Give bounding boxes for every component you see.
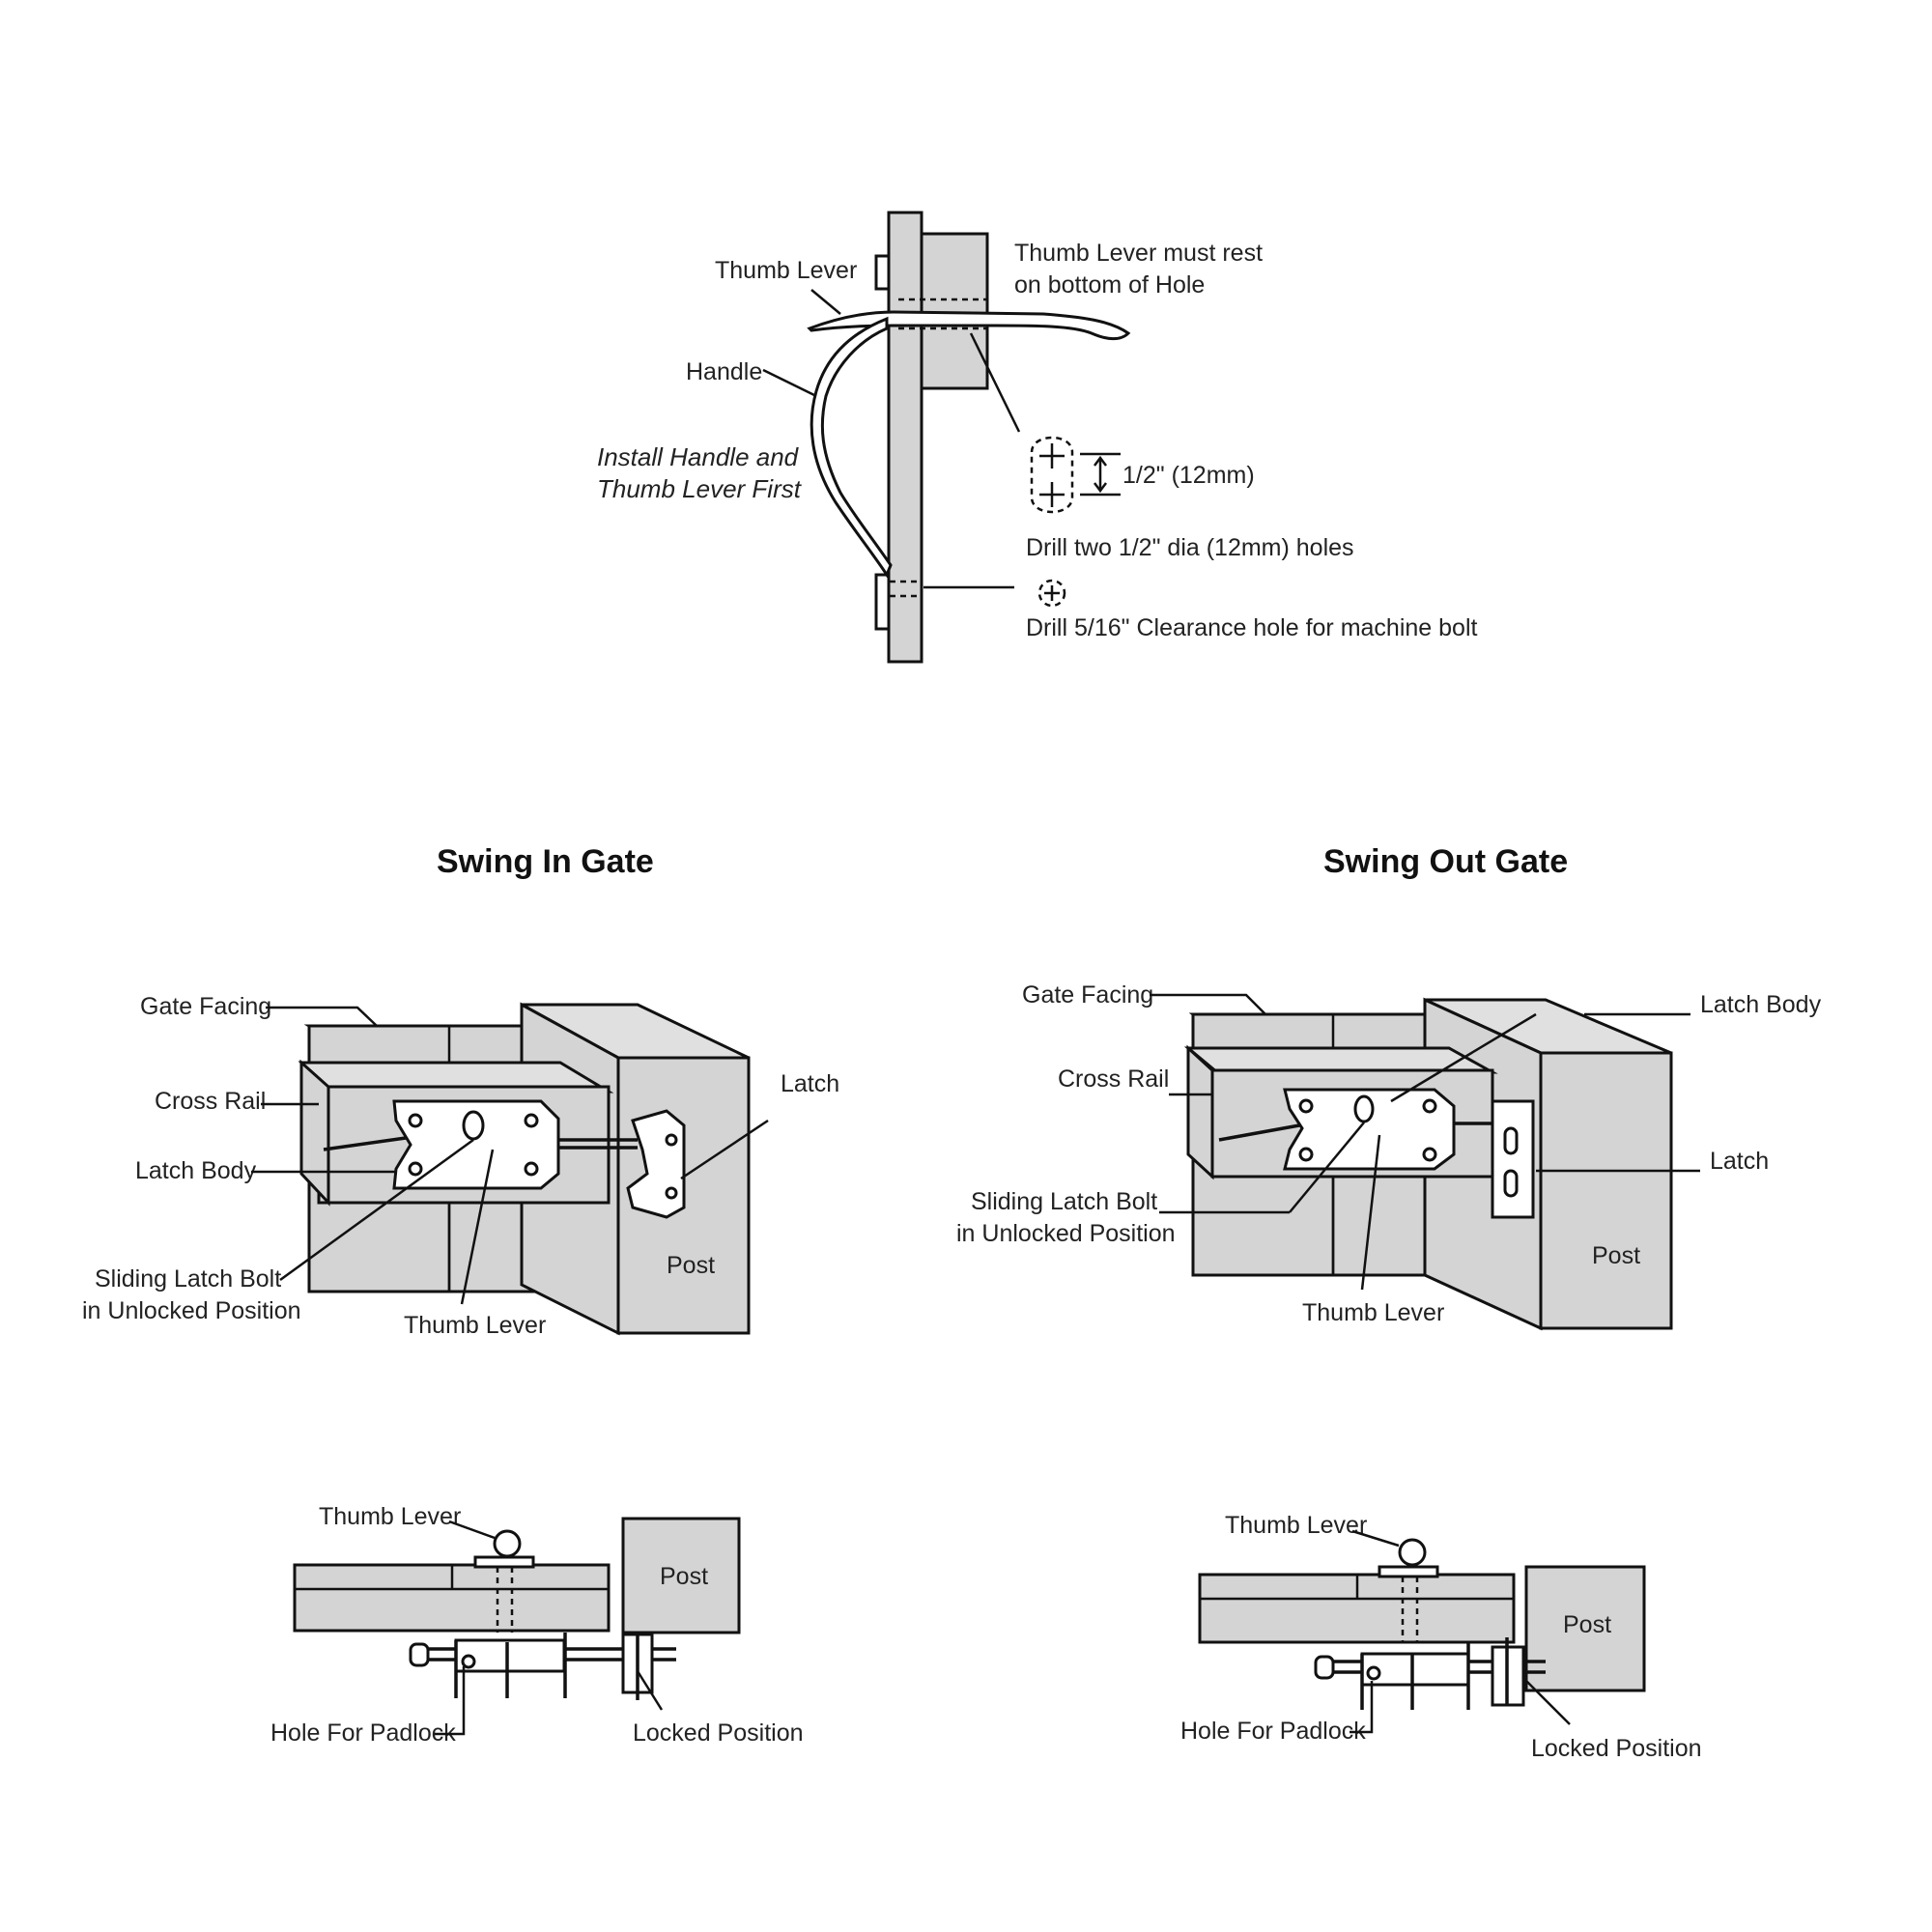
- rest-note-line2: on bottom of Hole: [1014, 271, 1205, 298]
- handle-leader: [762, 368, 817, 398]
- hole-for-padlock-out: Hole For Padlock: [1180, 1718, 1366, 1745]
- post-front-out: [1539, 1051, 1673, 1330]
- drill-two-label: Drill two 1/2" dia (12mm) holes: [1026, 534, 1354, 561]
- post-top-view-out: [1524, 1565, 1646, 1692]
- rest-note-leader: [969, 332, 1021, 433]
- handle-label: Handle: [686, 358, 762, 385]
- install-note-line1: Install Handle and: [597, 442, 800, 471]
- clearance-hole-symbol: [1037, 579, 1066, 608]
- latch-catch-out: [1491, 1099, 1535, 1219]
- thumb-lever-label: Thumb Lever: [715, 257, 857, 284]
- bolt-head-top: [874, 254, 891, 291]
- gate-facing-label: Gate Facing: [140, 993, 271, 1020]
- sliding-bolt-line1-out: Sliding Latch Bolt: [971, 1188, 1157, 1215]
- cross-rail-label-out: Cross Rail: [1058, 1065, 1169, 1093]
- rest-note-line1: Thumb Lever must rest: [1014, 240, 1263, 267]
- sliding-bolt-line2-out: in Unlocked Position: [956, 1220, 1176, 1247]
- post-label-in: Post: [667, 1252, 715, 1279]
- hole-for-padlock-in: Hole For Padlock: [270, 1719, 456, 1747]
- bolt-head-bottom: [874, 573, 891, 631]
- locked-position-out: Locked Position: [1531, 1735, 1702, 1762]
- swing-out-title: Swing Out Gate: [1323, 843, 1568, 880]
- dimension-label: 1/2" (12mm): [1122, 462, 1255, 489]
- drill-clearance-label: Drill 5/16" Clearance hole for machine b…: [1026, 614, 1477, 641]
- latch-label-in: Latch: [781, 1070, 839, 1097]
- sliding-bolt-line1: Sliding Latch Bolt: [95, 1265, 281, 1293]
- swing-in-gate-diagram: Swing In Gate Gate Facing Cross Ra: [82, 843, 839, 1747]
- cross-rail-label: Cross Rail: [155, 1088, 266, 1115]
- bottom-post-in: Post: [660, 1563, 708, 1590]
- latch-body-plate-out: [1283, 1088, 1456, 1171]
- locked-position-in: Locked Position: [633, 1719, 804, 1747]
- bottom-thumb-lever-in: Thumb Lever: [319, 1503, 461, 1530]
- latch-body-label: Latch Body: [135, 1157, 257, 1184]
- swing-in-title: Swing In Gate: [437, 843, 654, 880]
- slot-hole-symbol: [1030, 436, 1121, 514]
- gate-board: [887, 211, 923, 664]
- handle-installation-diagram: Thumb Lever Handle Install Handle and Th…: [597, 211, 1477, 664]
- thumb-lever-leader: [810, 289, 841, 315]
- latch-body-label-out: Latch Body: [1700, 991, 1822, 1018]
- post-top-view: [621, 1517, 741, 1634]
- latch-label-out: Latch: [1710, 1148, 1769, 1175]
- swing-out-top-view: [1198, 1538, 1646, 1710]
- bottom-thumb-lever-out: Thumb Lever: [1225, 1512, 1367, 1539]
- swing-in-top-view: [293, 1517, 741, 1700]
- cross-rail-side: [299, 1059, 330, 1207]
- handle-shape: [810, 316, 893, 579]
- install-note-line2: Thumb Lever First: [597, 474, 803, 503]
- sliding-bolt-line2: in Unlocked Position: [82, 1297, 301, 1324]
- bottom-post-out: Post: [1563, 1611, 1611, 1638]
- gate-facing-label-out: Gate Facing: [1022, 981, 1153, 1009]
- swing-out-gate-diagram: Swing Out Gate Gate Facing Cross Rail: [956, 843, 1822, 1762]
- post-label-out: Post: [1592, 1242, 1640, 1269]
- thumb-lever-label-in: Thumb Lever: [404, 1312, 546, 1339]
- thumb-lever-label-out: Thumb Lever: [1302, 1299, 1444, 1326]
